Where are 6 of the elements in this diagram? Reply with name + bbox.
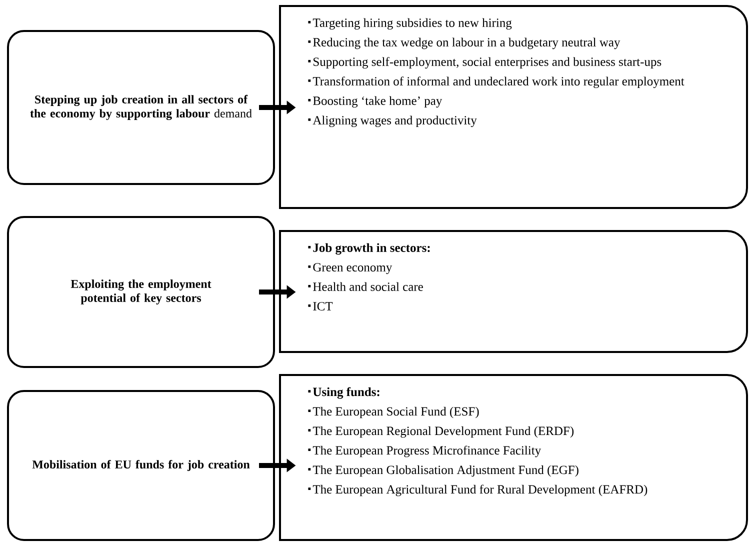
- text-box: Using funds: The European Social Fund (ESF) The European Regional Development Fund (ERDF) The European Progress Microfinance Facility The European Globalisation Adjustment Fund (EGF) The European Agricultural Fund for Rural Development (EAFRD): [279, 374, 748, 541]
- text-box: Mobilisation of EU funds for job creation: [7, 390, 275, 541]
- text-box: Stepping up job creation in all sectors of the economy by supporting labour demand: [7, 30, 275, 185]
- text-box: Job growth in sectors: Green economy Health and social care ICT: [279, 230, 748, 353]
- text-box: Targeting hiring subsidies to new hiring Reducing the tax wedge on labour in a budgetary neutral way Supporting self-employment, social enterprises and business start-ups Transformation of informal and undeclared work into regular employment Boosting ‘take home’ pay Aligning wages and productivity: [279, 5, 748, 209]
- text-box: Exploiting the employment potential of key sectors: [7, 216, 275, 368]
